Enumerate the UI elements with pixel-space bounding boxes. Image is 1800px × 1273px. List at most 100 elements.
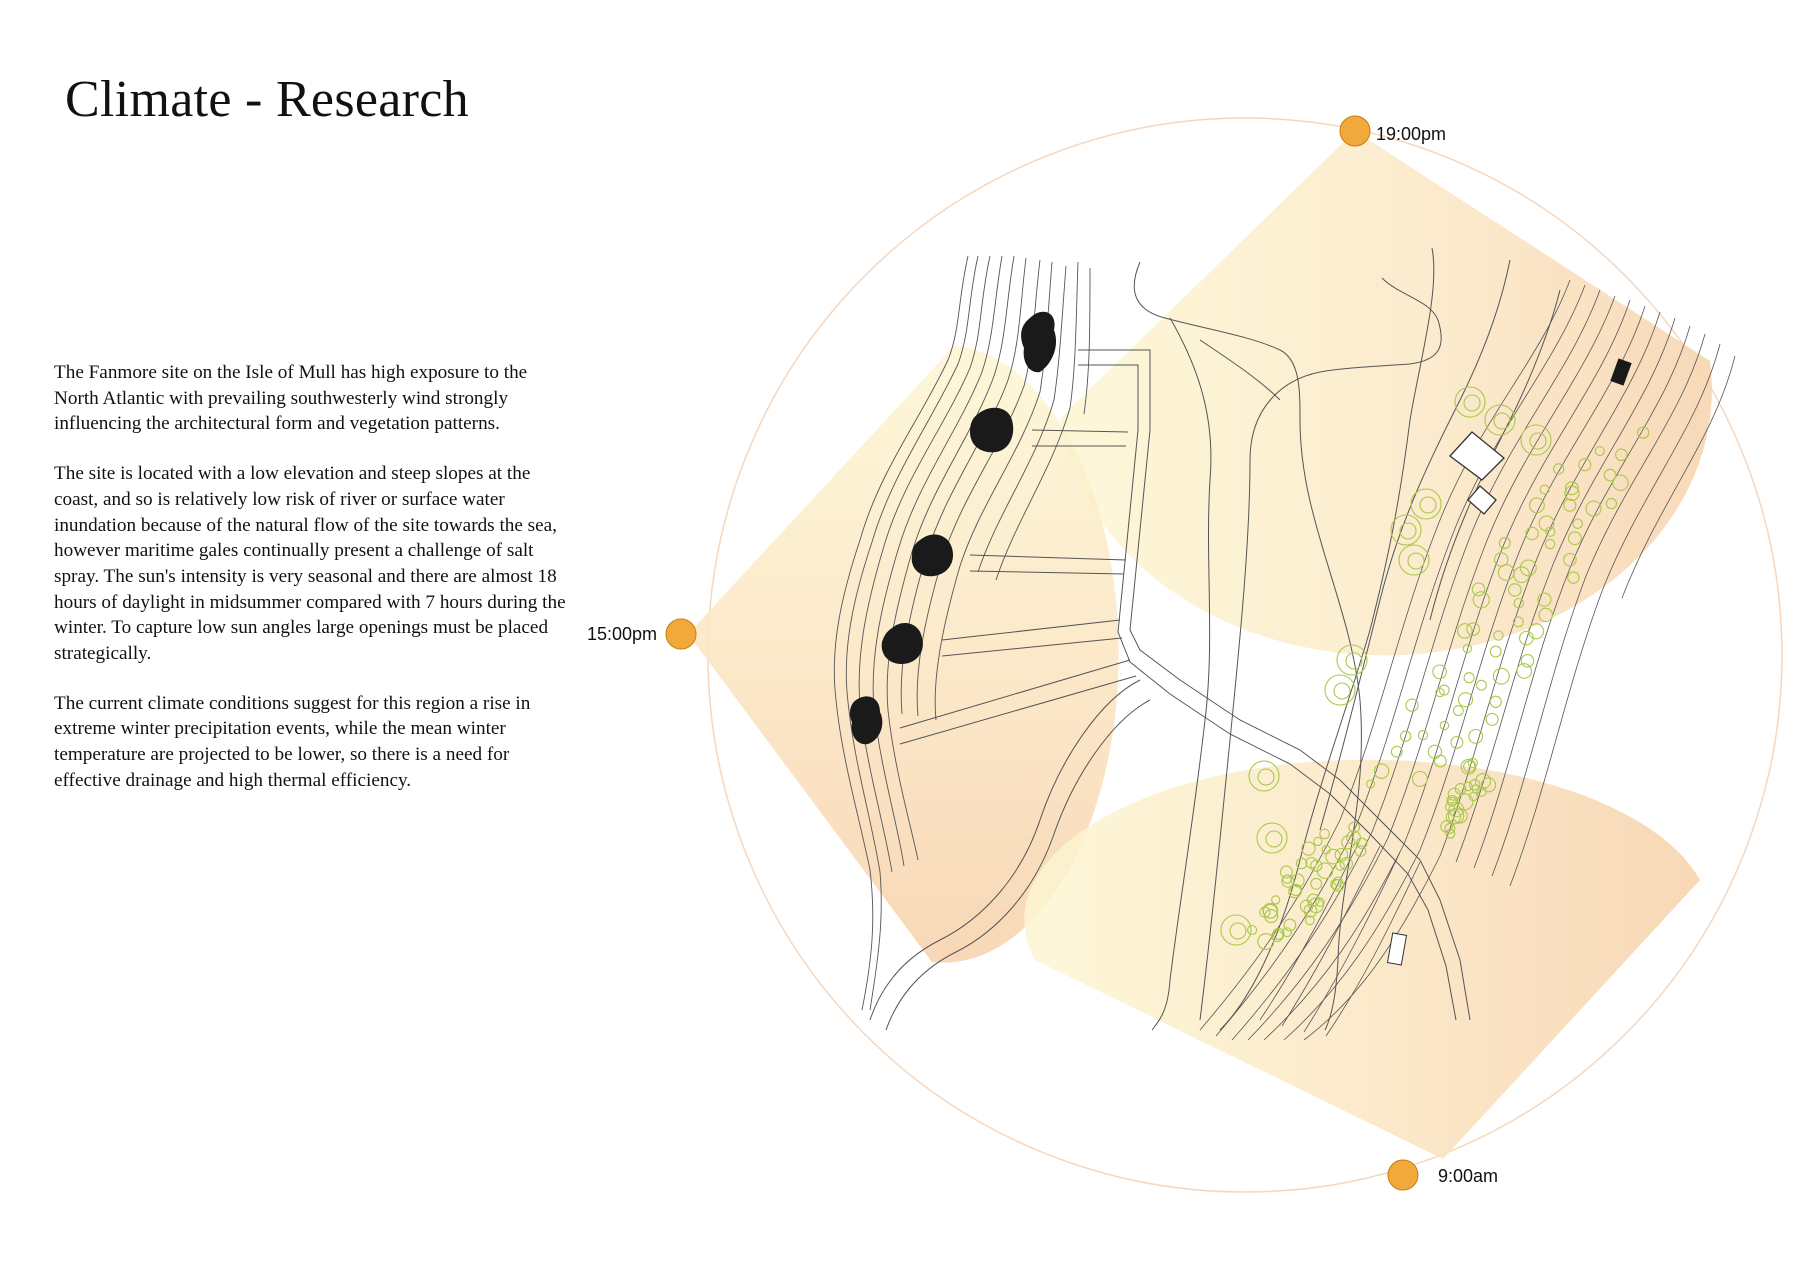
shrub <box>1508 583 1522 597</box>
shrub <box>1435 687 1445 698</box>
shrub <box>1544 538 1556 550</box>
shrub <box>1468 728 1484 744</box>
tree-canopy <box>1520 424 1552 456</box>
shrub <box>1537 592 1552 607</box>
shrub <box>1264 909 1279 924</box>
shrub <box>1489 695 1502 708</box>
building-shed <box>1610 358 1632 386</box>
shrub <box>1354 845 1367 857</box>
coastal-rocks <box>849 311 1057 745</box>
shrub <box>1373 763 1390 779</box>
shrub <box>1450 735 1464 749</box>
shrub <box>1348 821 1361 834</box>
shrub <box>1545 526 1556 537</box>
shrub <box>1463 760 1476 773</box>
rock-2 <box>970 407 1014 453</box>
shrub <box>1520 654 1535 668</box>
shrub <box>1467 757 1478 769</box>
shrub <box>1528 623 1545 640</box>
sun-15 <box>665 618 697 650</box>
shrub <box>1301 841 1316 856</box>
shrub <box>1585 500 1602 517</box>
shrub <box>1282 874 1292 884</box>
sun-15-label: 15:00pm <box>587 624 657 644</box>
tree-canopy-inner <box>1229 922 1247 940</box>
shrub <box>1457 623 1473 639</box>
shrub <box>1539 484 1550 495</box>
shrub <box>1452 808 1468 824</box>
shrub <box>1567 531 1582 546</box>
shrub <box>1497 564 1515 581</box>
tree-canopy <box>1410 488 1442 520</box>
shrub <box>1563 552 1577 567</box>
shrub <box>1279 865 1293 879</box>
rock-3 <box>911 534 954 577</box>
sun-19 <box>1339 115 1371 147</box>
shrub <box>1564 481 1579 496</box>
shrub <box>1469 779 1481 791</box>
shrub <box>1462 643 1473 654</box>
shrub <box>1271 895 1281 905</box>
shrub <box>1282 927 1293 938</box>
shrub <box>1341 835 1356 850</box>
shrub <box>1257 933 1275 951</box>
shrub <box>1463 781 1473 792</box>
shrub <box>1247 924 1258 936</box>
shrub <box>1472 591 1490 609</box>
shrub <box>1475 679 1487 691</box>
shrub <box>1512 616 1524 628</box>
shrub <box>1447 787 1461 801</box>
shrub <box>1615 448 1628 462</box>
shrub <box>1299 899 1314 913</box>
shrub <box>1516 663 1533 679</box>
hill-contours <box>1199 279 1736 1041</box>
shrub <box>1578 458 1592 472</box>
shrub <box>1316 862 1334 879</box>
building-outhouse <box>1386 932 1408 966</box>
buildings <box>1386 358 1632 966</box>
vegetation <box>1220 386 1650 951</box>
tree-canopy-inner <box>1529 432 1547 450</box>
tree-canopy-inner <box>1333 682 1351 700</box>
shrub <box>1295 857 1308 870</box>
shrub <box>1432 664 1447 680</box>
paragraph-exposure: The Fanmore site on the Isle of Mull has… <box>54 362 528 435</box>
shrub <box>1460 758 1477 775</box>
shrub <box>1313 836 1323 847</box>
shrub <box>1333 876 1343 887</box>
shrub <box>1346 830 1361 846</box>
tree-canopy <box>1336 644 1368 676</box>
shrub <box>1528 497 1545 514</box>
rock-5 <box>849 696 883 745</box>
shrub <box>1466 622 1480 636</box>
shrub <box>1498 537 1511 549</box>
shrub <box>1637 426 1650 439</box>
tree-canopy <box>1390 514 1422 546</box>
shrub <box>1325 848 1341 865</box>
shrub <box>1567 571 1580 584</box>
shrub <box>1485 712 1499 726</box>
building-annex <box>1467 485 1497 515</box>
shrub <box>1438 684 1450 696</box>
tree-canopy-inner <box>1399 522 1417 540</box>
shrub <box>1605 497 1618 510</box>
shrub <box>1272 927 1285 940</box>
shrub <box>1519 630 1534 646</box>
building-house <box>1449 431 1505 481</box>
shrub <box>1476 786 1487 797</box>
shrub <box>1489 645 1502 658</box>
shrub <box>1310 877 1323 890</box>
shrub <box>1262 903 1278 919</box>
tree-canopy <box>1256 822 1288 854</box>
paragraph-climate: The current climate conditions suggest f… <box>54 692 531 791</box>
shrub <box>1304 915 1315 926</box>
shrub <box>1434 754 1447 768</box>
shrub <box>1538 515 1555 532</box>
shrub <box>1444 823 1456 834</box>
shrub <box>1366 779 1376 789</box>
shrub <box>1411 770 1428 787</box>
shrub <box>1481 777 1497 793</box>
shrub <box>1283 918 1297 932</box>
tree-canopy <box>1248 760 1280 792</box>
shrub <box>1399 730 1412 742</box>
